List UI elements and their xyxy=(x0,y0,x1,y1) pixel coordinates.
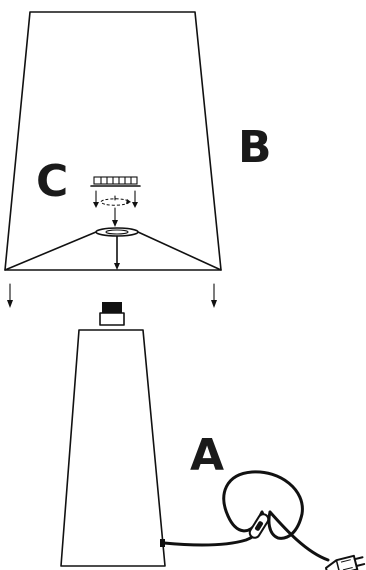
base-outline xyxy=(60,329,166,567)
part-label-shade: B xyxy=(238,122,271,173)
inline-switch xyxy=(248,513,270,539)
part-label-fitting: C xyxy=(36,156,67,207)
fitting-ring-teeth xyxy=(100,176,132,185)
shade-inner-cone-right xyxy=(137,231,222,271)
down-arrow-icon xyxy=(112,207,118,227)
shade-inner-cone-left xyxy=(4,231,97,271)
shade-center-arrowhead xyxy=(114,263,120,270)
rotate-arrow-icon xyxy=(100,195,131,206)
socket-body xyxy=(99,312,125,326)
fitting-ring-nut xyxy=(93,176,138,185)
lamp-base xyxy=(60,302,166,567)
plug xyxy=(324,554,366,570)
shade-outline xyxy=(4,11,222,271)
part-label-base: A xyxy=(190,430,224,481)
down-arrow-icon xyxy=(93,190,99,208)
socket-cap xyxy=(102,302,122,313)
lamp-shade xyxy=(4,11,222,271)
lamp-fitting-assembly xyxy=(90,176,141,227)
down-arrow-icon xyxy=(132,190,138,208)
power-cord xyxy=(162,470,366,570)
cord-wire xyxy=(162,470,330,562)
shade-center-ring-inner xyxy=(105,229,129,235)
shade-center-ring xyxy=(95,227,139,237)
down-arrow-icon xyxy=(211,283,217,308)
down-arrow-icon xyxy=(7,283,13,308)
